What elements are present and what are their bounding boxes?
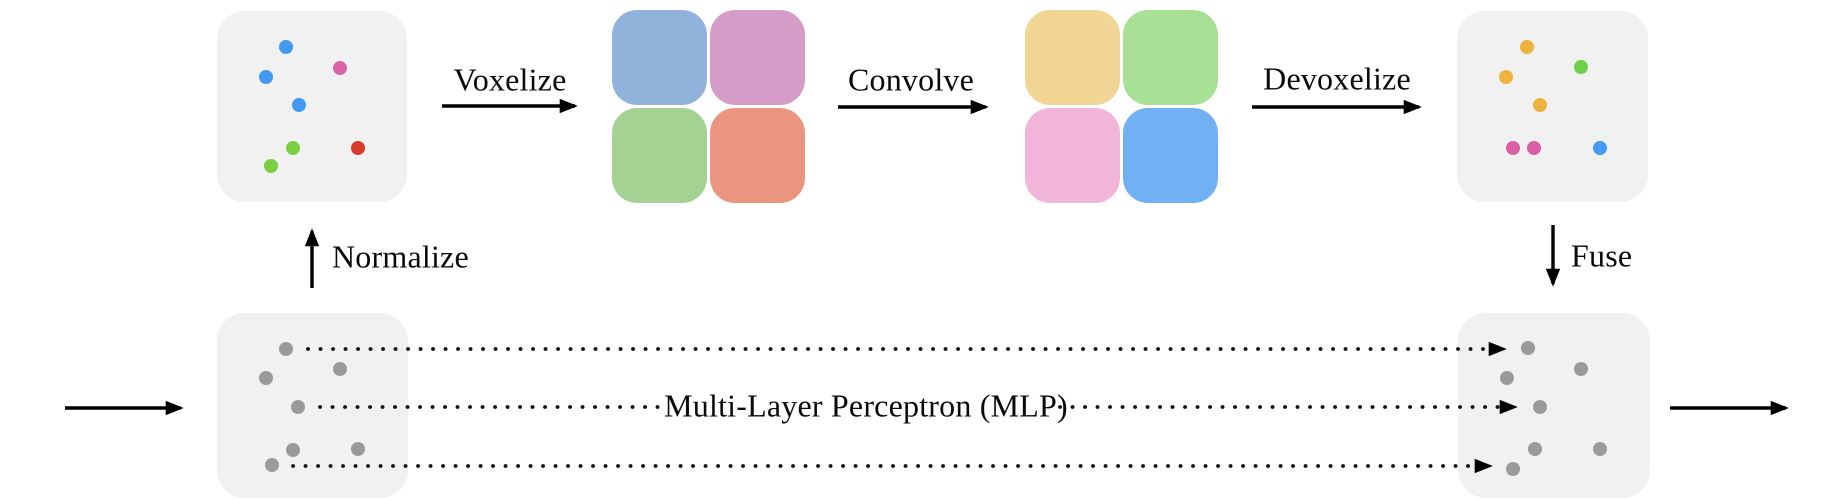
point: [259, 70, 273, 84]
point: [1499, 70, 1513, 84]
devoxelize-label: Devoxelize: [1263, 60, 1411, 97]
point: [291, 400, 305, 414]
point: [279, 40, 293, 54]
point: [333, 61, 347, 75]
point: [279, 342, 293, 356]
voxelize-label: Voxelize: [453, 61, 567, 98]
point: [1528, 442, 1542, 456]
voxel-cell: [612, 108, 707, 203]
fused-points-box: [1457, 11, 1648, 202]
point: [1521, 341, 1535, 355]
voxel-cell: [1123, 10, 1218, 105]
point: [286, 141, 300, 155]
mlp-label: Multi-Layer Perceptron (MLP): [664, 387, 1068, 424]
point: [351, 442, 365, 456]
point: [1574, 362, 1588, 376]
voxel-cell: [1025, 108, 1120, 203]
point: [1520, 40, 1534, 54]
normalized-points-box: [217, 11, 407, 202]
voxel-cell: [1123, 108, 1218, 203]
point: [259, 371, 273, 385]
point: [1500, 371, 1514, 385]
point: [1533, 400, 1547, 414]
point: [286, 443, 300, 457]
point: [1574, 60, 1588, 74]
normalize-label: Normalize: [332, 238, 469, 275]
point: [265, 458, 279, 472]
point: [351, 141, 365, 155]
point: [1593, 141, 1607, 155]
voxel-cell: [710, 108, 805, 203]
voxel-cell: [710, 10, 805, 105]
voxel-cell: [612, 10, 707, 105]
point: [1506, 462, 1520, 476]
point: [1506, 141, 1520, 155]
point: [333, 362, 347, 376]
point: [1593, 442, 1607, 456]
convolve-label: Convolve: [847, 61, 975, 98]
fuse-label: Fuse: [1571, 237, 1633, 274]
voxel-cell: [1025, 10, 1120, 105]
output-points-box: [1458, 313, 1650, 498]
point: [1527, 141, 1541, 155]
point: [1533, 98, 1547, 112]
input-points-box: [217, 313, 408, 498]
point: [292, 98, 306, 112]
point: [264, 159, 278, 173]
